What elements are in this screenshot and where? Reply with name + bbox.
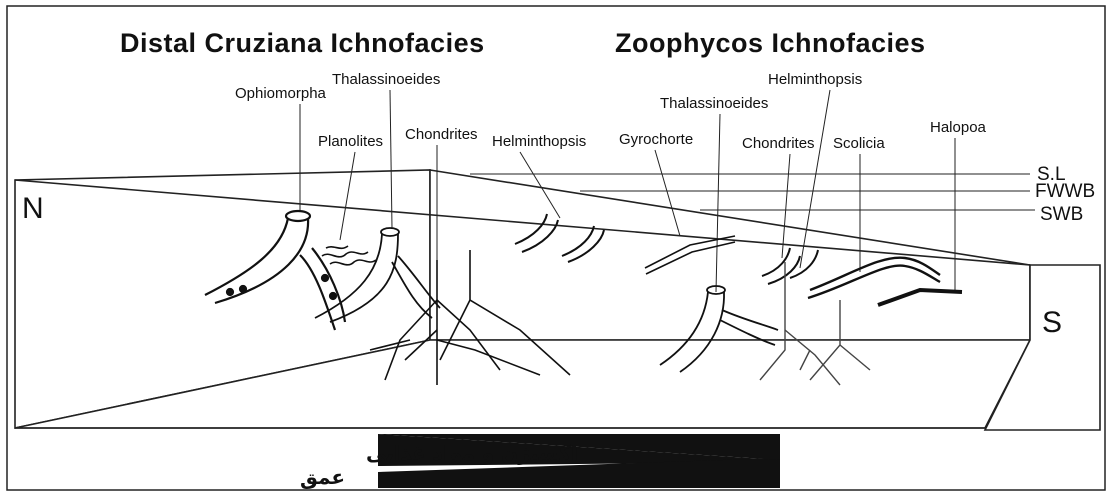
south-label: S — [1042, 306, 1062, 339]
label-thalassinoeides-left: Thalassinoeides — [332, 71, 440, 88]
fwwb-label: FWWB — [1035, 181, 1095, 202]
title-zoophycos: Zoophycos Ichnofacies — [615, 28, 926, 58]
label-scolicia: Scolicia — [833, 135, 885, 152]
label-helminthopsis-left: Helminthopsis — [492, 133, 586, 150]
label-chondrites-left: Chondrites — [405, 126, 478, 143]
label-halopoa: Halopoa — [930, 119, 987, 136]
label-ophiomorpha: Ophiomorpha — [235, 85, 327, 102]
swb-label: SWB — [1040, 204, 1083, 225]
label-gyrochorte: Gyrochorte — [619, 131, 693, 148]
depth-label: عمق — [300, 465, 345, 489]
label-planolites: Planolites — [318, 133, 383, 150]
title-distal-cruziana: Distal Cruziana Ichnofacies — [120, 28, 485, 58]
label-chondrites-right: Chondrites — [742, 135, 815, 152]
label-thalassinoeides-right: Thalassinoeides — [660, 95, 768, 112]
label-helminthopsis-right: Helminthopsis — [768, 71, 862, 88]
north-label: N — [22, 192, 44, 225]
oxygen-nutrients-label: اکسیژن و مواد غذایی — [366, 441, 578, 465]
